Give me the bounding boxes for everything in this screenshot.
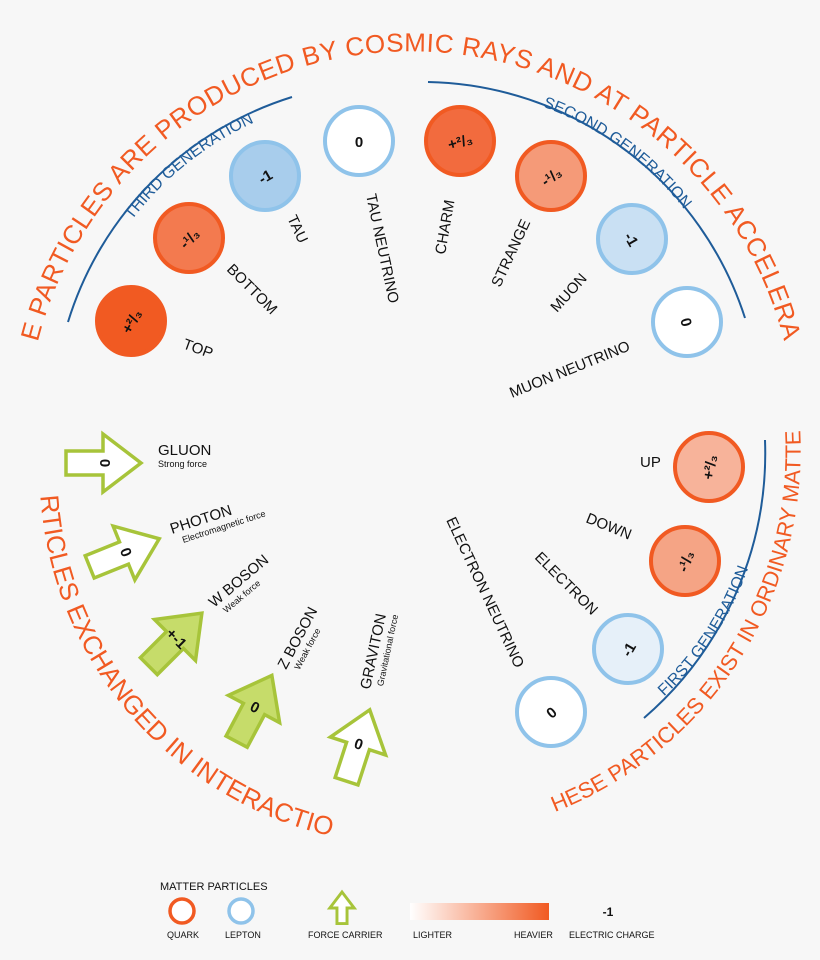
- legend: MATTER PARTICLES QUARK LEPTON FORCE CARR…: [160, 881, 655, 940]
- z-boson-arrow-icon: [223, 672, 282, 750]
- particle-bottom-label: BOTTOM: [223, 261, 280, 318]
- legend-charge-example: -1: [603, 905, 614, 919]
- particle-tau-neutrino-charge: 0: [355, 134, 363, 151]
- particle-tau: -1 TAU: [229, 140, 311, 246]
- arc-second-generation: [427, 81, 746, 319]
- legend-quark-label: QUARK: [167, 930, 199, 940]
- particle-tau-neutrino-label: TAU NEUTRINO: [362, 192, 402, 304]
- particle-tau-circle: [229, 140, 301, 212]
- particle-top: +²/₃ TOP: [95, 285, 216, 362]
- particle-electron-neutrino-label: ELECTRON NEUTRINO: [442, 515, 527, 671]
- force-z-boson: 0: [223, 672, 282, 750]
- particle-muon-neutrino-circle: [651, 286, 723, 358]
- particle-bottom-circle: [153, 202, 225, 274]
- particle-up: +²/₃ UP: [640, 431, 745, 503]
- particle-muon-neutrino: 0 MUON NEUTRINO: [507, 286, 723, 402]
- particle-electron: -1 ELECTRON: [531, 549, 664, 685]
- particle-strange: -¹/₃ STRANGE: [488, 140, 587, 290]
- particle-charm-charge: +²/₃: [446, 131, 474, 154]
- gluon-charge: 0: [96, 459, 113, 467]
- particle-down-charge: -¹/₃: [675, 549, 698, 575]
- particle-strange-label: STRANGE: [488, 217, 534, 290]
- w-boson-arrow-icon: [137, 611, 204, 678]
- particle-electron-label: ELECTRON: [531, 549, 601, 619]
- legend-lighter-label: LIGHTER: [413, 930, 453, 940]
- legend-title: MATTER PARTICLES: [160, 881, 268, 893]
- particle-charm: +²/₃ CHARM: [424, 105, 496, 256]
- particle-charm-circle: [424, 105, 496, 177]
- arc-third-generation: [67, 96, 293, 323]
- force-photon: 0: [82, 523, 162, 584]
- arc-first-generation: [643, 439, 767, 719]
- particle-up-label: UP: [640, 454, 661, 471]
- graviton-arrow-icon: [326, 707, 389, 788]
- gluon-force: Strong force: [158, 459, 207, 469]
- force-w-boson: +-1: [137, 611, 204, 678]
- particle-muon: -1 MUON: [547, 203, 668, 316]
- particle-tau-neutrino: 0 TAU NEUTRINO: [323, 105, 402, 305]
- particle-down: -¹/₃ DOWN: [584, 510, 721, 597]
- legend-electric-charge-label: ELECTRIC CHARGE: [569, 930, 655, 940]
- particle-up-charge: +²/₃: [700, 453, 721, 480]
- particle-down-circle: [649, 525, 721, 597]
- legend-force-carrier-icon: [326, 889, 358, 926]
- particle-electron-neutrino-circle: [515, 676, 587, 748]
- photon-arrow-icon: [82, 523, 162, 584]
- particle-electron-circle: [592, 613, 664, 685]
- particle-top-label: TOP: [181, 336, 216, 362]
- legend-lepton-label: LEPTON: [225, 930, 261, 940]
- legend-lepton-icon: [227, 897, 255, 925]
- gluon-label: GLUON: [158, 442, 211, 459]
- particle-strange-circle: [515, 140, 587, 212]
- particle-bottom: -¹/₃ BOTTOM: [153, 202, 280, 318]
- legend-heavier-label: HEAVIER: [514, 930, 553, 940]
- particle-top-circle: [95, 285, 167, 357]
- particle-up-circle: [673, 431, 745, 503]
- particle-muon-circle: [596, 203, 668, 275]
- legend-force-carrier-label: FORCE CARRIER: [308, 930, 383, 940]
- particle-charm-label: CHARM: [432, 199, 458, 256]
- particle-muon-neutrino-label: MUON NEUTRINO: [507, 338, 632, 402]
- legend-mass-gradient: [410, 903, 549, 920]
- particle-tau-label: TAU: [283, 213, 311, 246]
- force-gluon: 0: [64, 430, 144, 496]
- particle-down-label: DOWN: [584, 510, 634, 544]
- particle-muon-label: MUON: [547, 270, 590, 315]
- particle-electron-neutrino: 0 ELECTRON NEUTRINO: [442, 515, 587, 748]
- particle-tau-neutrino-circle: [323, 105, 395, 177]
- force-graviton: 0: [326, 707, 389, 788]
- gluon-arrow-icon: [64, 430, 144, 496]
- legend-quark-icon: [168, 897, 196, 925]
